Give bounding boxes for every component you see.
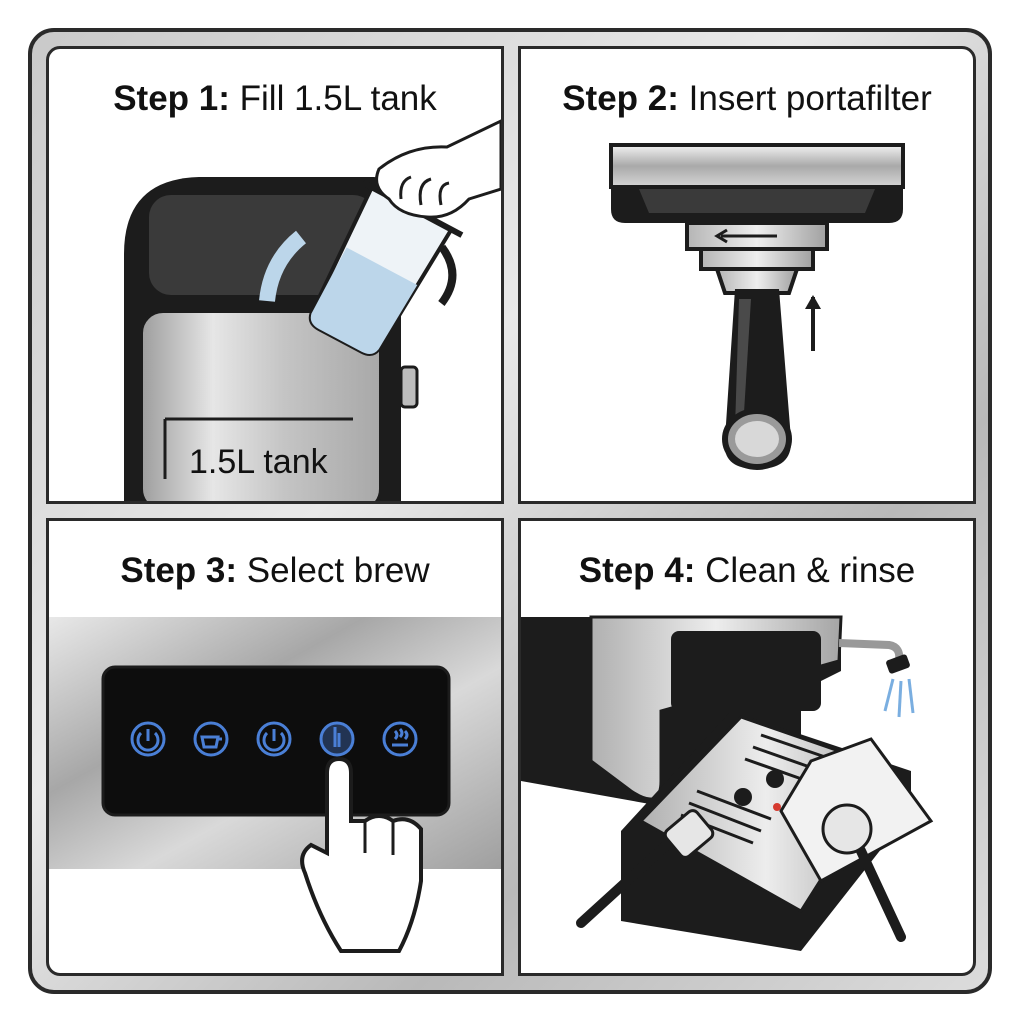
- touch-icon: [333, 727, 341, 747]
- step-4-panel: Step 4: Clean & rinse: [518, 518, 976, 976]
- steam-button[interactable]: [382, 721, 418, 757]
- step-1-title: Step 1: Fill 1.5L tank: [49, 79, 501, 119]
- cup-button[interactable]: [193, 721, 229, 757]
- steam-icon: [392, 727, 409, 747]
- step-2-panel: Step 2: Insert portafilter: [518, 46, 976, 504]
- step-3-title: Step 3: Select brew: [49, 551, 501, 591]
- water-tank-illustration: [124, 119, 501, 501]
- pointing-hand-icon: [300, 756, 423, 953]
- step-3-panel: Step 3: Select brew: [46, 518, 504, 976]
- step-4-title: Step 4: Clean & rinse: [521, 551, 973, 591]
- arrow-up-icon: [805, 295, 821, 351]
- water-spray-icon: [883, 678, 915, 718]
- touch-panel: [101, 665, 451, 817]
- hand-icon: [375, 119, 501, 219]
- power-icon: [262, 729, 286, 752]
- portafilter-illustration: [609, 143, 905, 470]
- step-1-text: Fill 1.5L tank: [239, 79, 437, 118]
- power-button[interactable]: [130, 721, 166, 757]
- step-2-title: Step 2: Insert portafilter: [521, 79, 973, 119]
- water-tank-icon: [149, 195, 375, 295]
- knob-icon: [399, 365, 419, 409]
- step-3-text: Select brew: [246, 551, 430, 590]
- step-1-panel: Step 1: Fill 1.5L tank 1.5L tank: [46, 46, 504, 504]
- step-3-label: Step 3:: [120, 551, 238, 590]
- group-head-icon: [609, 143, 905, 223]
- power-icon: [136, 729, 160, 752]
- control-panel-illustration: [49, 617, 501, 953]
- tank-label: 1.5L tank: [189, 443, 328, 481]
- step-4-text: Clean & rinse: [705, 551, 916, 590]
- cleaning-illustration: [521, 615, 934, 951]
- brew-button[interactable]: [319, 721, 355, 757]
- cup-icon: [200, 735, 222, 749]
- step-4-label: Step 4:: [578, 551, 696, 590]
- brush-icon: [576, 803, 906, 942]
- step-1-label: Step 1:: [113, 79, 230, 118]
- arrow-left-icon: [714, 228, 777, 244]
- step-2-label: Step 2:: [562, 79, 679, 118]
- portafilter-icon: [685, 221, 829, 470]
- step-2-text: Insert portafilter: [688, 79, 932, 118]
- power-button-2[interactable]: [256, 721, 292, 757]
